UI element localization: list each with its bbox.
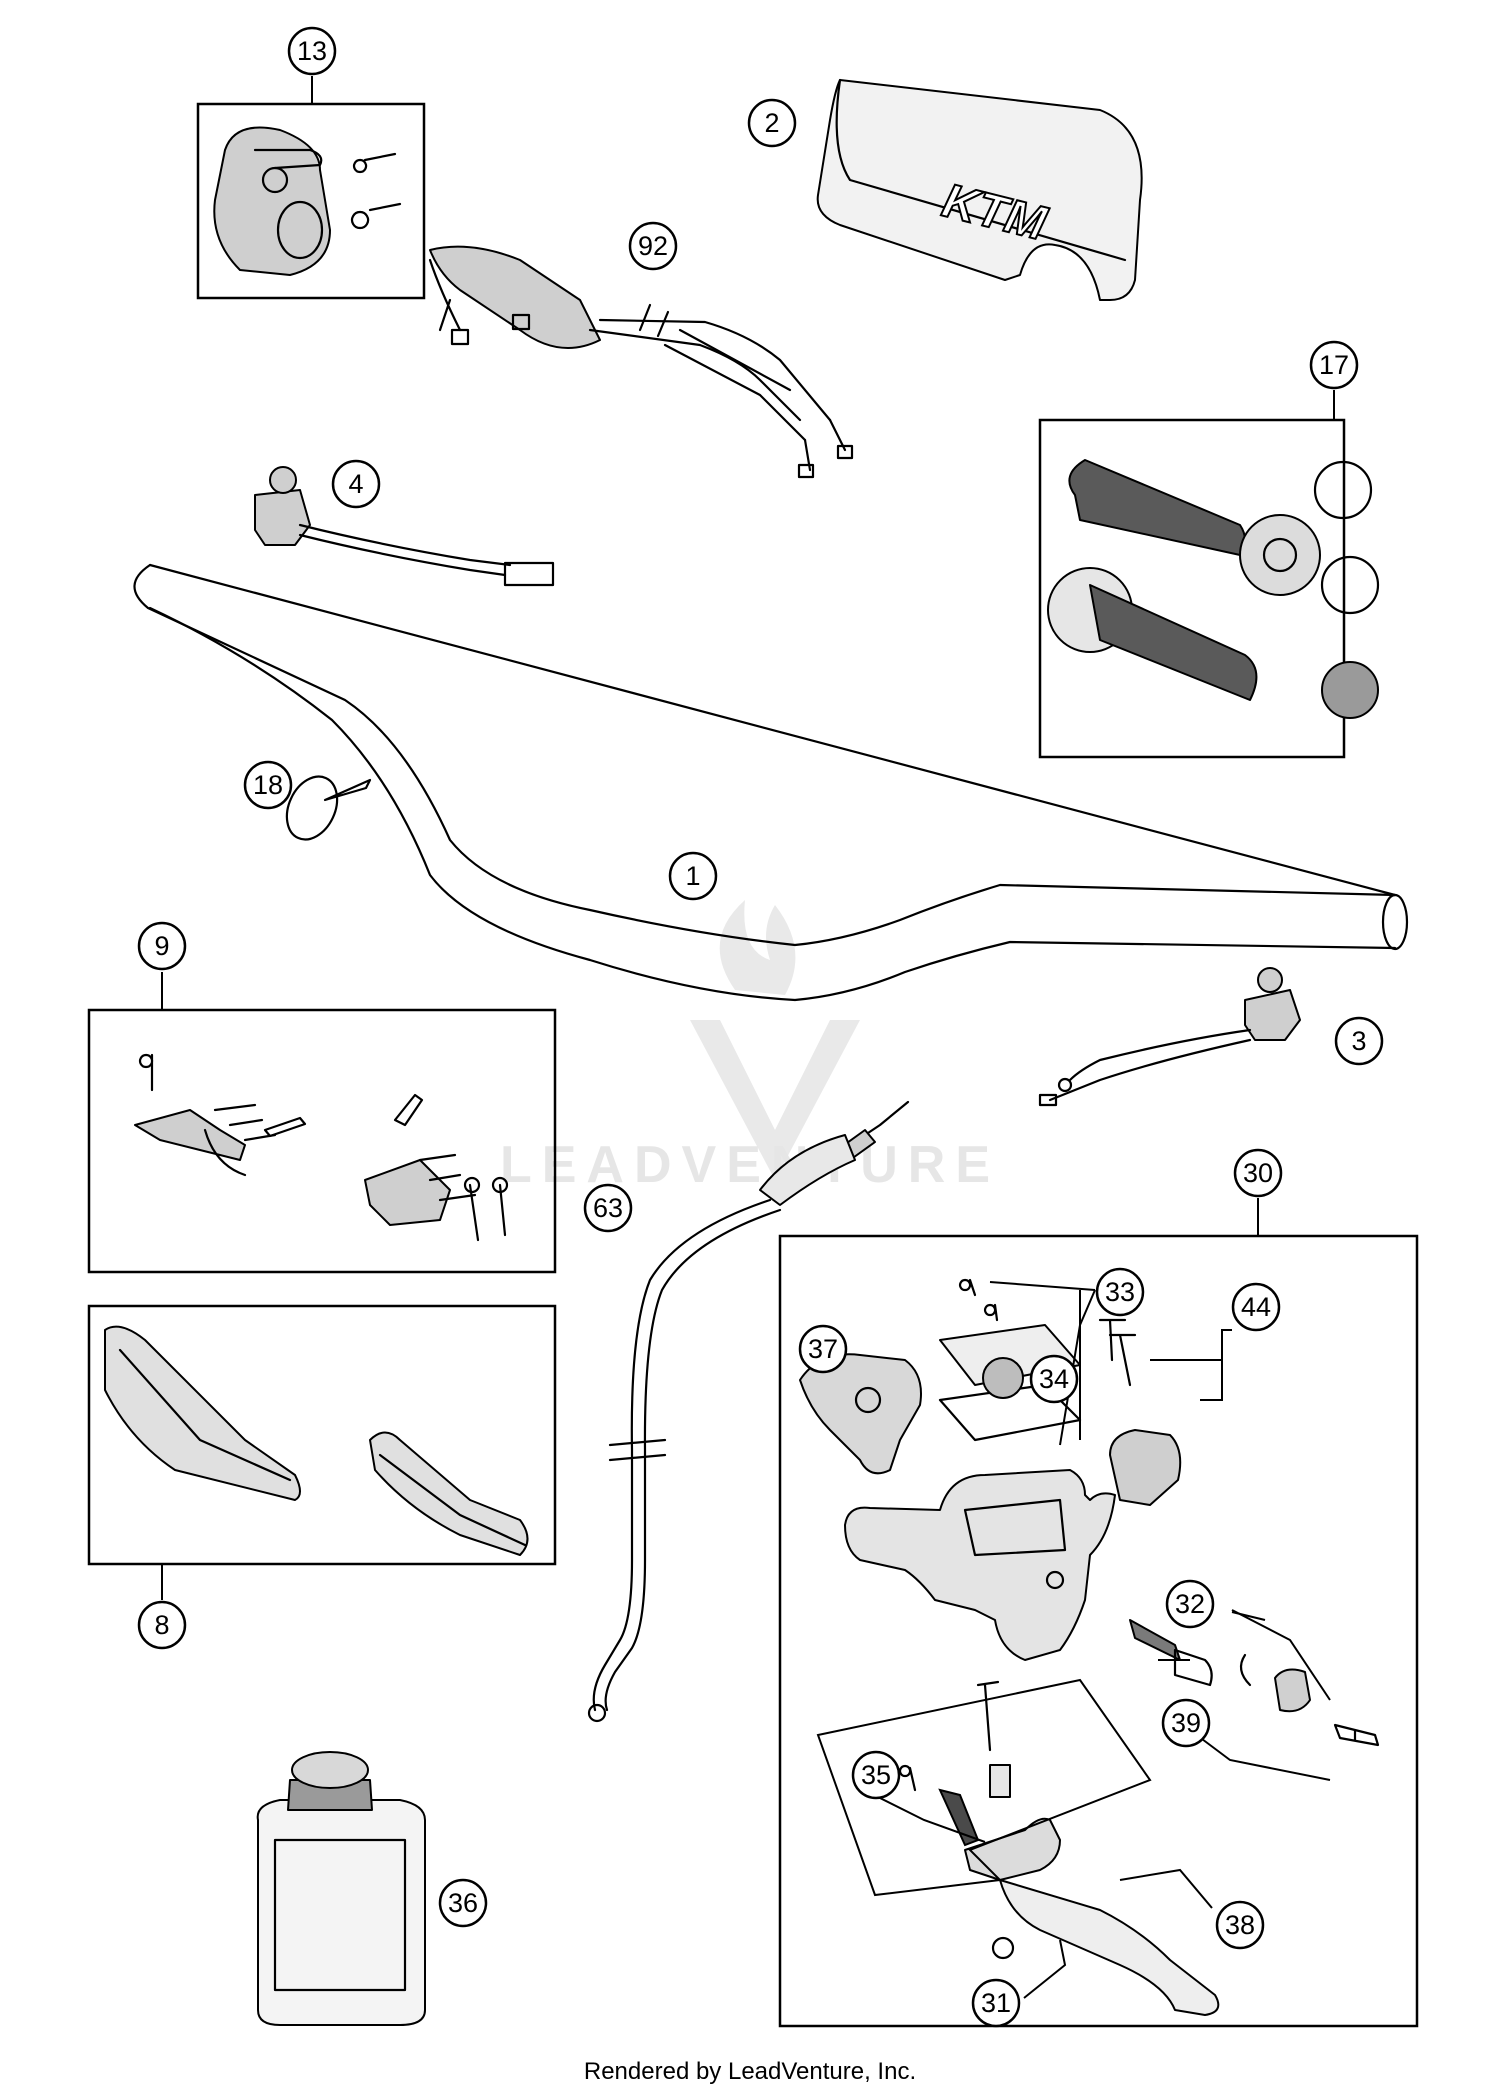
svg-text:36: 36 <box>448 1888 478 1918</box>
svg-text:44: 44 <box>1241 1292 1271 1322</box>
handguard-mount-kit[interactable] <box>134 1053 509 1242</box>
throttle-cables[interactable] <box>428 245 854 479</box>
callout-37[interactable]: 37 <box>798 1324 848 1374</box>
handlebar-pad[interactable]: KTM <box>816 78 1143 301</box>
svg-text:9: 9 <box>154 931 169 961</box>
svg-text:3: 3 <box>1351 1026 1366 1056</box>
cable-tie[interactable] <box>277 768 372 847</box>
callout-13[interactable]: 13 <box>287 26 337 76</box>
callout-92[interactable]: 92 <box>628 221 678 271</box>
callout-17[interactable]: 17 <box>1309 340 1359 390</box>
svg-text:37: 37 <box>808 1334 838 1364</box>
svg-text:35: 35 <box>861 1760 891 1790</box>
svg-text:33: 33 <box>1105 1277 1135 1307</box>
throttle-housing[interactable] <box>213 126 402 276</box>
callout-38[interactable]: 38 <box>1215 1900 1265 1950</box>
leader-lines <box>161 76 1335 1999</box>
callout-36[interactable]: 36 <box>438 1878 488 1928</box>
callout-2[interactable]: 2 <box>747 98 797 148</box>
callout-35[interactable]: 35 <box>851 1750 901 1800</box>
svg-text:8: 8 <box>154 1610 169 1640</box>
svg-text:38: 38 <box>1225 1910 1255 1940</box>
handguards[interactable] <box>104 1325 529 1556</box>
svg-text:13: 13 <box>297 36 327 66</box>
callout-30[interactable]: 30 <box>1233 1148 1283 1198</box>
grip-set[interactable] <box>1047 459 1380 719</box>
callout-8[interactable]: 8 <box>137 1600 187 1650</box>
callout-31[interactable]: 31 <box>971 1978 1021 2028</box>
part-17-box <box>1038 418 1346 759</box>
svg-text:34: 34 <box>1039 1364 1069 1394</box>
callout-33[interactable]: 33 <box>1095 1267 1145 1317</box>
svg-text:18: 18 <box>253 770 283 800</box>
handlebar[interactable] <box>133 563 1409 1002</box>
callout-18[interactable]: 18 <box>243 760 293 810</box>
callout-34[interactable]: 34 <box>1029 1354 1079 1404</box>
callout-3[interactable]: 3 <box>1334 1016 1384 1066</box>
left-switch[interactable] <box>254 466 555 587</box>
svg-text:32: 32 <box>1175 1589 1205 1619</box>
callout-9[interactable]: 9 <box>137 921 187 971</box>
watermark-text: LEADVENTURE <box>500 1136 1000 1194</box>
callout-44[interactable]: 44 <box>1231 1282 1281 1332</box>
part-9-box <box>87 1008 557 1274</box>
footer-credit: Rendered by LeadVenture, Inc. <box>583 2058 917 2085</box>
svg-text:1: 1 <box>685 861 700 891</box>
clutch-master-cylinder[interactable] <box>799 1278 1380 2016</box>
svg-text:17: 17 <box>1319 350 1349 380</box>
svg-text:31: 31 <box>981 1988 1011 2018</box>
callout-4[interactable]: 4 <box>331 459 381 509</box>
svg-text:2: 2 <box>764 108 779 138</box>
svg-text:63: 63 <box>593 1193 623 1223</box>
part-30-box <box>778 1234 1419 2028</box>
brake-fluid-bottle[interactable] <box>256 1751 426 2026</box>
leadventure-watermark: LEADVENTURE <box>500 900 1000 1194</box>
svg-text:92: 92 <box>638 231 668 261</box>
callout-1[interactable]: 1 <box>668 851 718 901</box>
part-8-box <box>87 1304 557 1566</box>
svg-text:4: 4 <box>348 469 363 499</box>
callout-39[interactable]: 39 <box>1161 1698 1211 1748</box>
callout-63[interactable]: 63 <box>583 1183 633 1233</box>
callout-32[interactable]: 32 <box>1165 1579 1215 1629</box>
svg-text:30: 30 <box>1243 1158 1273 1188</box>
kill-switch[interactable] <box>1038 967 1301 1107</box>
brake-line[interactable] <box>587 1100 910 1723</box>
svg-text:39: 39 <box>1171 1708 1201 1738</box>
